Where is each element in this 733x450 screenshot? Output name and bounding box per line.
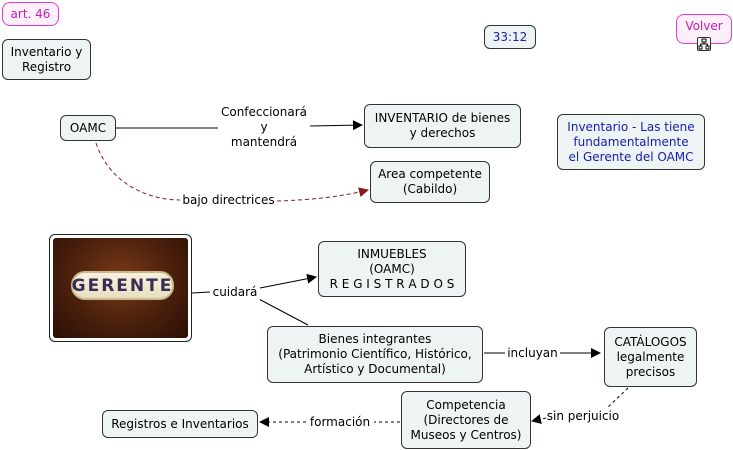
gerente-plaque: GERENTE — [71, 271, 174, 300]
gerente-plaque-text: GERENTE — [71, 275, 174, 296]
concept-map-icon[interactable] — [697, 37, 711, 51]
node-oamc[interactable]: OAMC — [60, 115, 116, 141]
link-oamc-inventario-arrow — [309, 120, 363, 131]
link-cuidara-bienes — [254, 296, 309, 326]
node-inmuebles[interactable]: INMUEBLES (OAMC) R E G I S T R A D O S — [318, 241, 466, 297]
link-oamc-area-arrow — [276, 187, 369, 202]
link-catalogos-sinperjuicio — [606, 387, 629, 409]
link-sinperjuicio-competencia — [531, 414, 547, 425]
node-inventario-gerente[interactable]: Inventario - Las tiene fundamentalmente … — [557, 114, 705, 170]
node-registros-inventarios[interactable]: Registros e Inventarios — [102, 410, 258, 438]
gerente-photo-image: GERENTE — [53, 238, 188, 338]
label-bajo-directrices: bajo directrices — [180, 193, 277, 208]
label-incluyan: incluyan — [505, 346, 560, 361]
label-sin-perjuicio: sin perjuicio — [546, 409, 620, 424]
node-bienes-integrantes[interactable]: Bienes integrantes (Patrimonio Científic… — [267, 326, 483, 383]
article-tag[interactable]: art. 46 — [2, 2, 59, 26]
node-area-competente[interactable]: Area competente (Cabildo) — [370, 161, 490, 203]
link-oamc-area — [95, 142, 181, 201]
node-inventario-bienes[interactable]: INVENTARIO de bienes y derechos — [364, 104, 521, 148]
label-formacion: formación — [306, 415, 374, 430]
label-cuidara: cuidará — [210, 285, 260, 300]
gerente-photo[interactable]: GERENTE — [49, 234, 192, 342]
label-confeccionara: Confeccionará y mantendrá — [218, 105, 310, 150]
link-cuidara-inmuebles — [259, 273, 317, 289]
link-gerente-cuidara — [191, 291, 211, 294]
node-competencia[interactable]: Competencia (Directores de Museos y Cent… — [401, 391, 531, 449]
node-catalogos[interactable]: CATÁLOGOS legalmente precisos — [604, 327, 697, 387]
time-display: 33:12 — [484, 25, 536, 49]
node-inventario-registro[interactable]: Inventario y Registro — [2, 39, 91, 80]
